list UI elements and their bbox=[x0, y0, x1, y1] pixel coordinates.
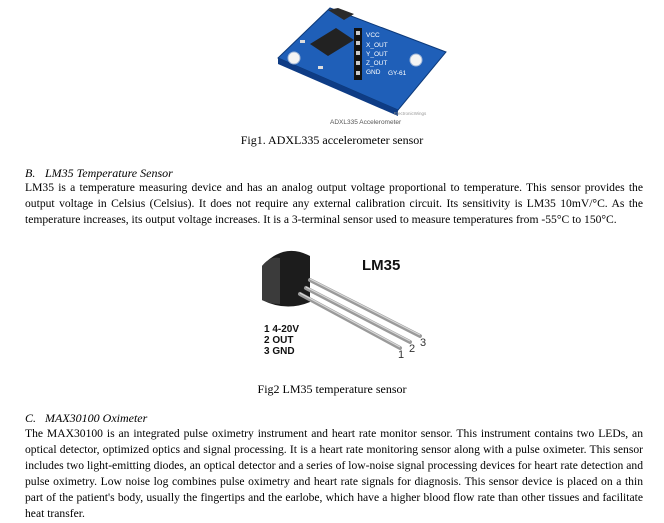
pin-label: X_OUT bbox=[366, 42, 388, 49]
section-number: B. bbox=[25, 166, 36, 180]
pin-label: Y_OUT bbox=[366, 51, 388, 58]
pin-label: Z_OUT bbox=[366, 60, 387, 67]
pin-number: 3 bbox=[420, 337, 426, 349]
pin-label: GND bbox=[366, 69, 381, 76]
board-marking: GY-61 bbox=[388, 70, 407, 77]
section-c-paragraph: The MAX30100 is an integrated pulse oxim… bbox=[25, 427, 643, 520]
pin-list-item: 1 4-20V bbox=[264, 324, 299, 335]
adxl335-figure: VCC X_OUT Y_OUT Z_OUT GND GY-61 ADXL335 … bbox=[258, 0, 448, 128]
watermark: ElectronicWings bbox=[394, 111, 427, 116]
pin-list-item: 3 GND bbox=[264, 346, 295, 357]
pin-list-item: 2 OUT bbox=[264, 335, 293, 346]
section-c-heading: C. MAX30100 Oximeter bbox=[25, 411, 147, 426]
image-caption: ADXL335 Accelerometer bbox=[330, 119, 402, 126]
pin-number: 1 bbox=[398, 349, 404, 361]
adxl335-board-illustration: VCC X_OUT Y_OUT Z_OUT GND GY-61 ADXL335 … bbox=[277, 7, 447, 126]
figure1-caption: Fig1. ADXL335 accelerometer sensor bbox=[240, 133, 424, 147]
section-number: C. bbox=[25, 411, 37, 425]
section-b-heading: B. LM35 Temperature Sensor bbox=[25, 166, 173, 181]
section-title: LM35 Temperature Sensor bbox=[45, 166, 173, 180]
lm35-figure: LM35 1 4-20V 2 OUT 3 GND 1 2 3 bbox=[240, 240, 440, 362]
lm35-illustration: LM35 1 4-20V 2 OUT 3 GND 1 2 3 bbox=[262, 250, 426, 361]
part-label: LM35 bbox=[362, 257, 400, 274]
section-title: MAX30100 Oximeter bbox=[45, 411, 148, 425]
pin-number: 2 bbox=[409, 343, 415, 355]
figure2-caption: Fig2 LM35 temperature sensor bbox=[257, 382, 407, 396]
pin-label: VCC bbox=[366, 32, 380, 39]
section-b-paragraph: LM35 is a temperature measuring device a… bbox=[25, 181, 643, 226]
